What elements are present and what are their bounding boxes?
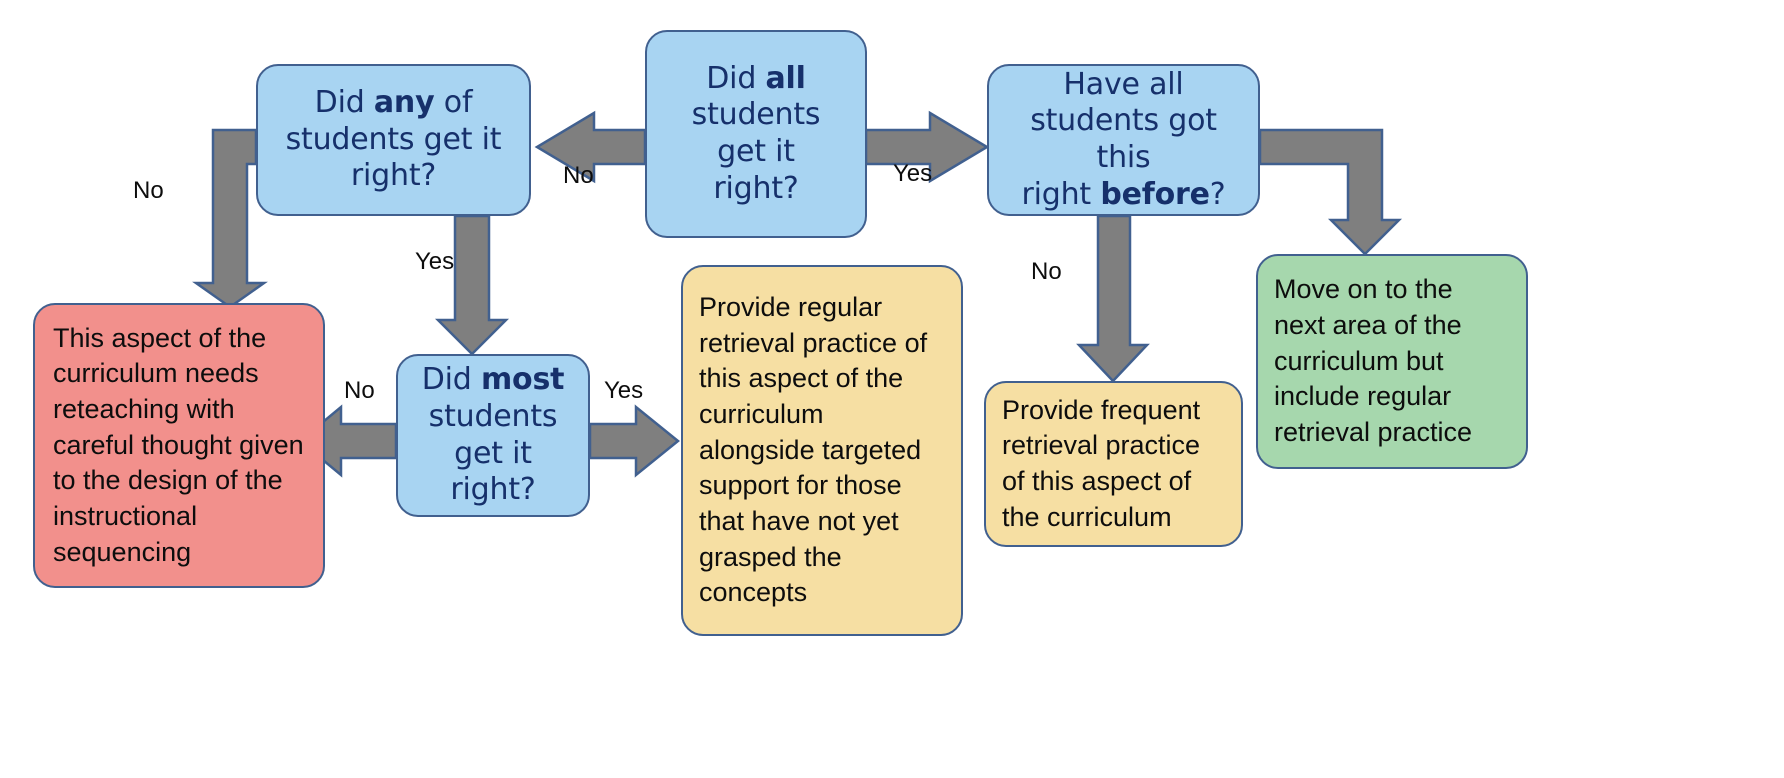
arrow-any-no-to-reteach	[192, 128, 268, 309]
edge-label-all-yes: Yes	[893, 160, 933, 187]
node-did-most-text: Did most students get it right?	[421, 362, 565, 508]
arrow-before-to-moveon	[1258, 128, 1403, 256]
edge-label-all-no: No	[563, 162, 594, 189]
arrow-all-yes-to-before	[864, 110, 990, 184]
arrow-all-no-to-any	[534, 110, 647, 184]
node-regular-practice[interactable]: Provide regular retrieval practice of th…	[681, 265, 963, 636]
edge-label-before-no: No	[1031, 258, 1062, 285]
node-have-all-before[interactable]: Have all students got this right before?	[987, 64, 1260, 216]
node-did-any-text: Did any of students get it right?	[285, 85, 502, 194]
node-move-on[interactable]: Move on to the next area of the curricul…	[1256, 254, 1528, 469]
node-have-all-before-text: Have all students got this right before?	[1021, 66, 1226, 212]
node-frequent-practice-text: Provide frequent retrieval practice of t…	[1002, 394, 1201, 532]
edge-label-most-no: No	[344, 377, 375, 404]
node-reteach[interactable]: This aspect of the curriculum needs rete…	[33, 303, 325, 588]
node-did-all-text: Did all students get it right?	[691, 60, 821, 206]
edge-label-any-yes: Yes	[415, 248, 455, 275]
node-frequent-practice[interactable]: Provide frequent retrieval practice of t…	[984, 381, 1243, 547]
edge-label-most-yes: Yes	[604, 377, 644, 404]
node-regular-practice-text: Provide regular retrieval practice of th…	[699, 292, 928, 608]
arrow-any-yes-to-most	[434, 214, 510, 356]
node-did-any[interactable]: Did any of students get it right?	[256, 64, 531, 216]
node-reteach-text: This aspect of the curriculum needs rete…	[53, 322, 304, 567]
arrow-most-yes-to-regular	[588, 404, 680, 478]
arrow-before-no-to-frequent	[1076, 214, 1150, 383]
node-did-most[interactable]: Did most students get it right?	[396, 354, 590, 517]
edge-label-any-no: No	[133, 177, 164, 204]
node-move-on-text: Move on to the next area of the curricul…	[1274, 274, 1473, 447]
node-did-all[interactable]: Did all students get it right?	[645, 30, 867, 238]
